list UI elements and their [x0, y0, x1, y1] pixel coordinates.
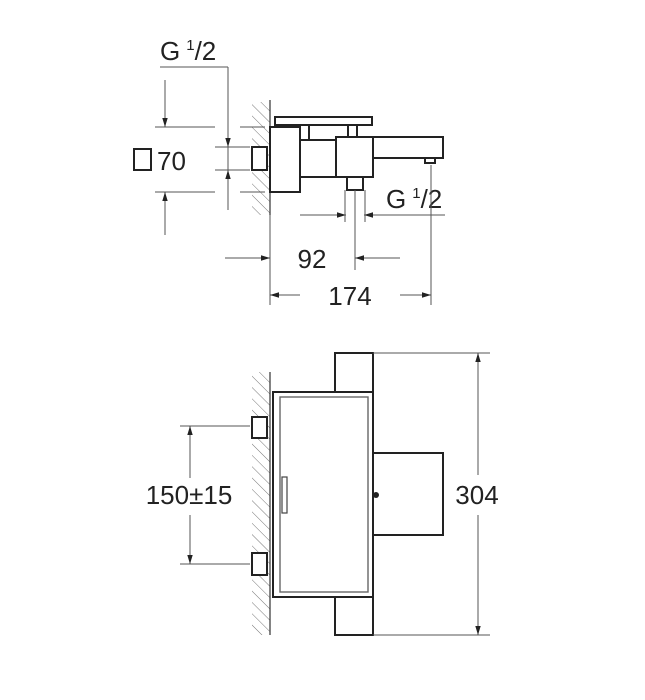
shower-outlet — [346, 176, 364, 191]
total-height-label: 304 — [455, 480, 498, 510]
bottom-cap — [334, 596, 374, 636]
body-connector — [299, 139, 337, 178]
outlet-distance-label: 92 — [298, 244, 327, 274]
handle-marker — [281, 476, 288, 514]
aerator — [424, 157, 436, 164]
wall-hatching — [252, 372, 270, 635]
stem-1 — [299, 124, 310, 141]
front-view: 150±15 304 — [146, 352, 499, 636]
square-symbol-icon — [133, 148, 152, 171]
diverter-cube — [335, 136, 374, 178]
stem-2 — [347, 124, 358, 138]
spout — [372, 136, 444, 159]
thermostat-body-inner — [279, 396, 369, 593]
spout-block — [372, 452, 444, 536]
thermostat-body — [272, 391, 374, 598]
wall-inlet — [251, 146, 268, 171]
upper-inlet — [251, 416, 268, 439]
outlet-dot — [373, 492, 379, 498]
lower-inlet — [251, 552, 268, 576]
top-lever-plate — [274, 116, 373, 126]
square-size-label: 70 — [157, 146, 186, 176]
total-depth-label: 174 — [328, 281, 371, 311]
mounting-plate — [269, 126, 301, 193]
top-cap — [334, 352, 374, 393]
inlet-spacing-label: 150±15 — [146, 480, 233, 510]
